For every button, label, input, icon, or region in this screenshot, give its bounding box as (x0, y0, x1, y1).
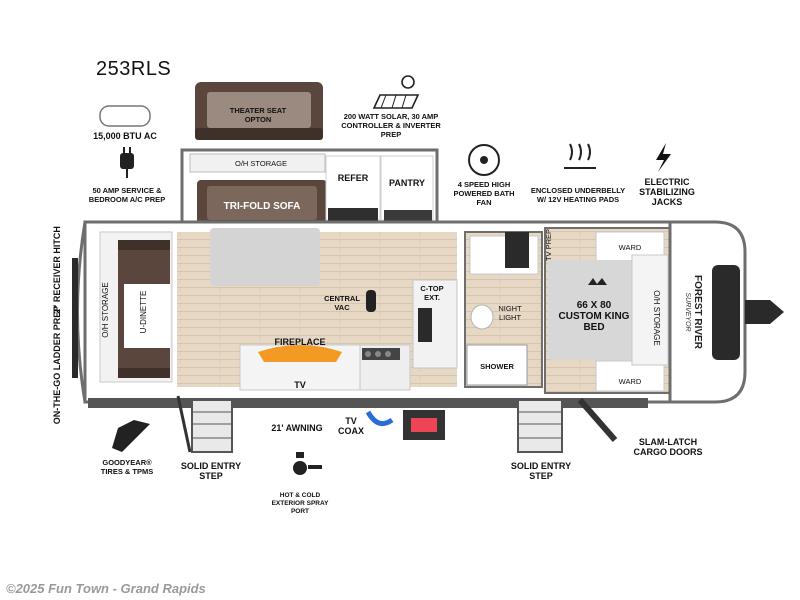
footer-watermark: ©2025 Fun Town - Grand Rapids (6, 581, 206, 596)
solar-panel-icon (372, 75, 420, 109)
ac-unit-icon (99, 105, 151, 127)
vacuum-icon (366, 290, 376, 312)
label-ctop: C-TOP EXT. (420, 284, 444, 302)
label-service: 50 AMP SERVICE & BEDROOM A/C PREP (88, 186, 166, 204)
label-cargo: SLAM-LATCH CARGO DOORS (633, 437, 703, 457)
label-oh-storage-top: O/H STORAGE (235, 159, 287, 168)
label-theater: THEATER SEAT OPTON (229, 106, 287, 124)
fan-icon (468, 144, 500, 176)
label-fan: 4 SPEED HIGH POWERED BATH FAN (453, 180, 515, 207)
steps (176, 395, 618, 453)
label-udinette: U-DINETTE (139, 291, 148, 334)
trailer-body (72, 220, 784, 408)
label-central-vac: CENTRAL VAC (324, 294, 360, 312)
label-sofa: TRI-FOLD SOFA (223, 201, 301, 212)
label-bed: 66 X 80 CUSTOM KING BED (558, 300, 630, 333)
label-oh-storage-right: O/H STORAGE (652, 290, 661, 345)
brand-sub: SURVEYOR (684, 292, 691, 331)
label-ward-bottom: WARD (618, 377, 642, 386)
label-ladder: ON-THE-GO LADDER PREP (52, 306, 62, 425)
label-jacks: ELECTRIC STABILIZING JACKS (639, 177, 695, 207)
label-ward-top: WARD (618, 243, 642, 252)
label-tv-prep: TV PREP (544, 229, 553, 261)
brand-mark: FOREST RIVER (692, 275, 703, 350)
label-solar: 200 WATT SOLAR, 30 AMP CONTROLLER & INVE… (341, 112, 441, 139)
utility-bay (365, 410, 445, 440)
label-tires: GOODYEAR® TIRES & TPMS (100, 458, 154, 476)
label-awning: 21' AWNING (271, 423, 323, 433)
label-pantry: PANTRY (389, 178, 425, 188)
label-receiver: 2" RECEIVER HITCH (52, 226, 62, 314)
label-tv-coax: TV COAX (337, 416, 364, 436)
label-step-left: SOLID ENTRY STEP (180, 461, 242, 481)
label-refer: REFER (337, 173, 369, 183)
label-step-right: SOLID ENTRY STEP (510, 461, 572, 481)
crown-icon (588, 278, 607, 285)
label-night-light: NIGHT LIGHT (498, 304, 522, 322)
label-fireplace: FIREPLACE (274, 337, 326, 347)
lightning-icon (656, 143, 671, 172)
label-tv: TV (294, 380, 306, 390)
spray-port-icon (293, 452, 322, 475)
label-oh-storage-left: O/H STORAGE (101, 282, 110, 337)
plug-icon (120, 147, 134, 178)
label-underbelly: ENCLOSED UNDERBELLY W/ 12V HEATING PADS (530, 186, 626, 204)
tire-icon (112, 420, 150, 452)
label-ac: 15,000 BTU AC (93, 131, 157, 141)
label-spray: HOT & COLD EXTERIOR SPRAY PORT (271, 492, 329, 515)
heating-pad-icon (564, 143, 596, 169)
model-name: 253RLS (96, 58, 172, 80)
label-shower: SHOWER (480, 362, 514, 371)
theater-seat (195, 82, 323, 140)
